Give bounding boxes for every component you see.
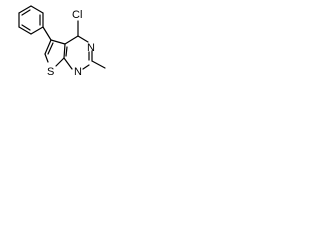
sulfur-label: S [47,66,54,78]
bond [63,43,66,59]
bond-phenyl-link [42,26,52,41]
chlorine-label: Cl [72,9,82,21]
nitrogen-label-bottom: N [74,66,82,78]
phenyl-ring [18,5,44,35]
bond [18,5,32,14]
bond-inner [47,42,54,55]
bond [18,26,32,35]
bond [30,5,44,14]
pyrimidine-ring [63,35,93,70]
bond [50,39,66,45]
thiophene-ring [44,39,66,67]
bond [64,35,79,45]
bond-methyl [91,60,106,69]
chemical-structure: Cl N N S [18,5,106,78]
bond [44,53,49,63]
bond [44,39,52,55]
nitrogen-label-top: N [87,42,95,54]
bond [82,64,90,70]
bond-inner [65,46,68,57]
bond [77,35,89,43]
bond-inner [21,9,31,16]
bond [30,26,44,35]
bond [63,57,73,70]
bond-inner [21,24,31,31]
bond [55,57,65,67]
